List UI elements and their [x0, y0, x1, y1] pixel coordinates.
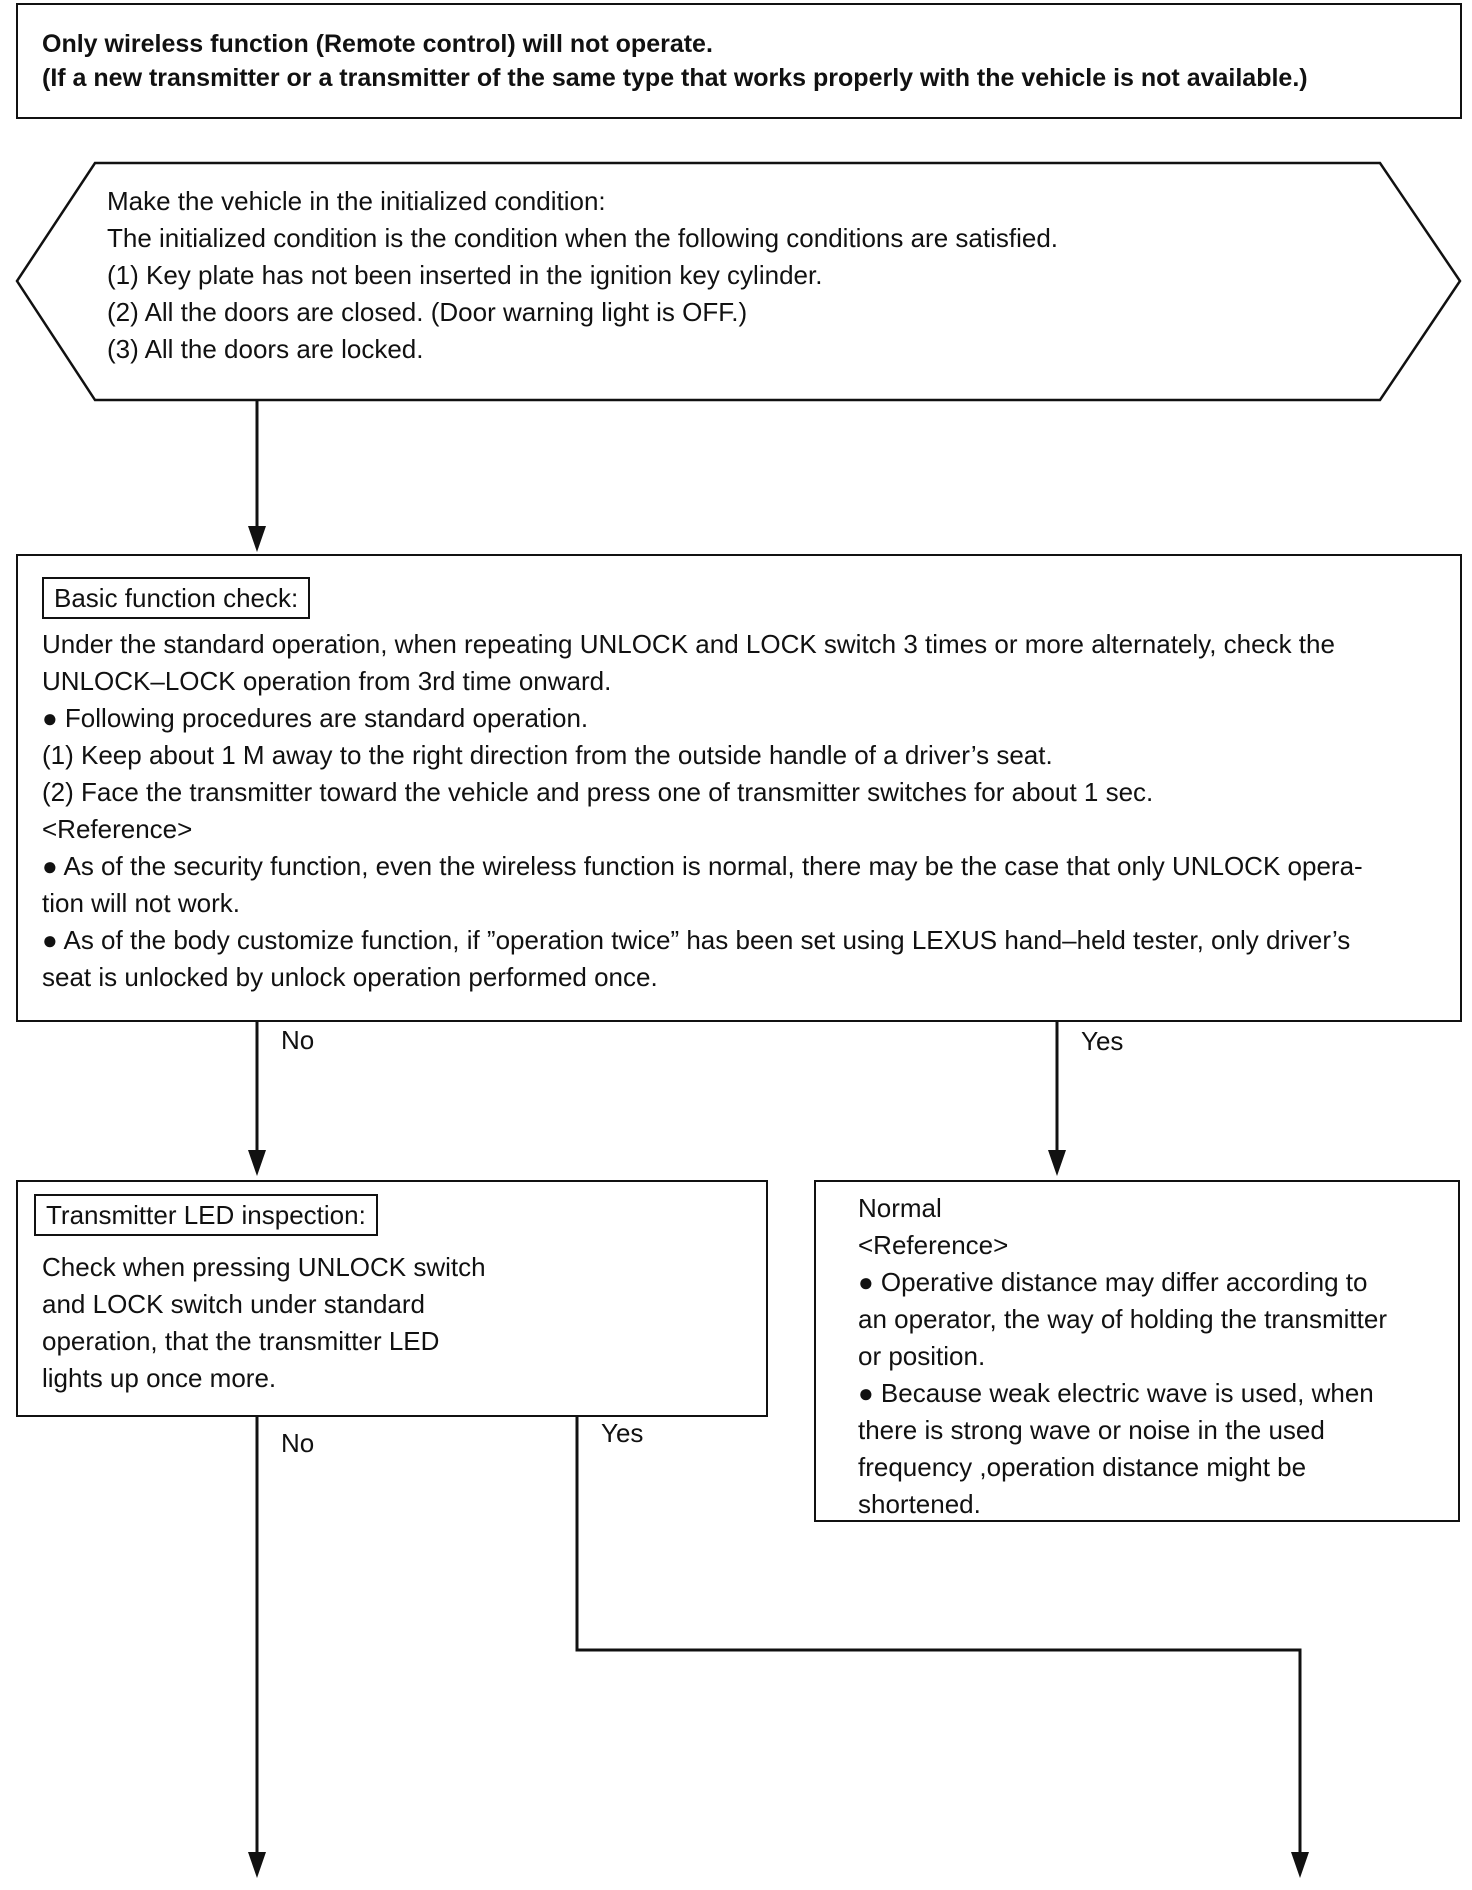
- led-yes-label: Yes: [601, 1418, 644, 1448]
- arrowhead-normal: [1048, 1150, 1066, 1176]
- header-subtitle: (If a new transmitter or a transmitter o…: [42, 64, 1308, 92]
- basic-no-label: No: [281, 1025, 315, 1055]
- normal-line-6: ● Because weak electric wave is used, wh…: [858, 1378, 1374, 1408]
- header-box: Only wireless function (Remote control) …: [16, 3, 1462, 119]
- basic-function-check-title: Basic function check:: [42, 577, 311, 619]
- normal-result-box: Normal <Reference> ● Operative distance …: [814, 1180, 1460, 1522]
- basic-yes-label: Yes: [1081, 1026, 1124, 1056]
- led-line-4: lights up once more.: [42, 1363, 277, 1393]
- normal-line-7: there is strong wave or noise in the use…: [858, 1415, 1325, 1445]
- normal-line-4: an operator, the way of holding the tran…: [858, 1304, 1387, 1334]
- initial-line-3: (1) Key plate has not been inserted in t…: [107, 260, 823, 290]
- basic-line-3: ● Following procedures are standard oper…: [42, 703, 589, 733]
- basic-line-4: (1) Keep about 1 M away to the right dir…: [42, 740, 1053, 770]
- basic-line-9: ● As of the body customize function, if …: [42, 925, 1351, 955]
- basic-line-5: (2) Face the transmitter toward the vehi…: [42, 777, 1154, 807]
- led-line-1: Check when pressing UNLOCK switch: [42, 1252, 486, 1282]
- normal-line-9: shortened.: [858, 1489, 981, 1519]
- initial-line-2: The initialized condition is the conditi…: [107, 223, 1059, 253]
- normal-line-8: frequency ,operation distance might be: [858, 1452, 1307, 1482]
- transmitter-led-inspection-box: Transmitter LED inspection: Check when p…: [16, 1180, 768, 1417]
- initial-line-1: Make the vehicle in the initialized cond…: [107, 186, 606, 216]
- basic-function-check-text: Under the standard operation, when repea…: [42, 626, 1363, 996]
- arrowhead-basic: [248, 526, 266, 552]
- led-no-label: No: [281, 1428, 315, 1458]
- basic-line-6: <Reference>: [42, 814, 193, 844]
- normal-line-3: ● Operative distance may differ accordin…: [858, 1267, 1368, 1297]
- initial-condition-text: Make the vehicle in the initialized cond…: [107, 183, 1058, 368]
- normal-result-text: Normal <Reference> ● Operative distance …: [858, 1190, 1387, 1523]
- arrowhead-led-no: [248, 1852, 266, 1878]
- transmitter-led-inspection-text: Check when pressing UNLOCK switch and LO…: [42, 1249, 486, 1397]
- header-title: Only wireless function (Remote control) …: [42, 30, 713, 58]
- basic-line-10: seat is unlocked by unlock operation per…: [42, 962, 658, 992]
- transmitter-led-inspection-title: Transmitter LED inspection:: [34, 1194, 378, 1236]
- normal-line-1: Normal: [858, 1193, 942, 1223]
- arrowhead-led: [248, 1150, 266, 1176]
- basic-line-8: tion will not work.: [42, 888, 240, 918]
- basic-line-1: Under the standard operation, when repea…: [42, 629, 1335, 659]
- basic-line-2: UNLOCK–LOCK operation from 3rd time onwa…: [42, 666, 612, 696]
- initial-line-5: (3) All the doors are locked.: [107, 334, 424, 364]
- basic-function-check-box: Basic function check: Under the standard…: [16, 554, 1462, 1022]
- arrow-led-yes: [575, 1417, 1302, 1860]
- basic-line-7: ● As of the security function, even the …: [42, 851, 1363, 881]
- led-line-2: and LOCK switch under standard: [42, 1289, 425, 1319]
- normal-line-2: <Reference>: [858, 1230, 1009, 1260]
- arrowhead-led-yes: [1291, 1852, 1309, 1878]
- initial-line-4: (2) All the doors are closed. (Door warn…: [107, 297, 748, 327]
- led-line-3: operation, that the transmitter LED: [42, 1326, 440, 1356]
- normal-line-5: or position.: [858, 1341, 986, 1371]
